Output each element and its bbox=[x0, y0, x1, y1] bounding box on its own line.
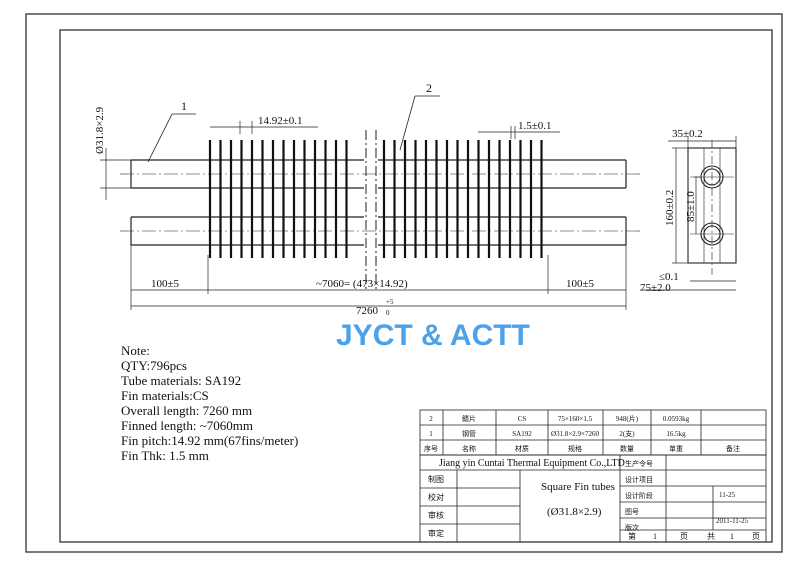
bom-cell: 2(支) bbox=[619, 429, 635, 438]
bom-cell: 备注 bbox=[726, 444, 740, 453]
dim-end-right-text: 100±5 bbox=[566, 278, 595, 290]
dim-tube-diameter bbox=[100, 148, 131, 200]
side-height-text: 160±0.2 bbox=[664, 190, 676, 226]
outer-frame bbox=[25, 13, 783, 553]
watermark-logo: JYCT & ACTT bbox=[336, 319, 530, 352]
title-block bbox=[419, 454, 767, 543]
note-line: Note: bbox=[121, 343, 150, 358]
title-label-left: 审定 bbox=[428, 528, 444, 538]
dim-fin-thickness-text: 1.5±0.1 bbox=[518, 120, 552, 132]
dim-fin-pitch-text: 14.92±0.1 bbox=[258, 115, 303, 127]
title-label-left: 校对 bbox=[428, 492, 444, 502]
bom-cell: 16.5kg bbox=[666, 430, 686, 438]
dim-end-left-text: 100±5 bbox=[151, 278, 180, 290]
side-dims bbox=[640, 136, 737, 291]
bom-cell: 材质 bbox=[515, 444, 529, 453]
bom-cell: 序号 bbox=[424, 444, 438, 453]
title-label-right: 设计项目 bbox=[625, 475, 653, 484]
sheet-number-text: 页 bbox=[680, 532, 688, 541]
side-gap-text: ≤0.1 bbox=[659, 271, 679, 283]
dim-fin-pitch bbox=[210, 121, 318, 134]
dim-fin-thickness bbox=[478, 126, 560, 139]
inner-frame bbox=[59, 29, 773, 543]
bom-cell: 948(片) bbox=[616, 414, 639, 423]
note-line: Fin Thk: 1.5 mm bbox=[121, 448, 209, 463]
title-label-right: 设计阶段 bbox=[625, 491, 653, 500]
note-line: Fin materials:CS bbox=[121, 388, 209, 403]
sheet-number-text: 1 bbox=[730, 532, 734, 541]
bom-cell: Ø31.8×2.9×7260 bbox=[551, 430, 599, 438]
tube-lower bbox=[120, 216, 640, 246]
bom-cells: 2 鳍片 CS 75×160×1.5 948(片) 0.0593kg 1 钢管 SA192 Ø31… bbox=[424, 414, 740, 453]
bom-cell: SA192 bbox=[512, 430, 532, 438]
dim-overall-sub: 0 bbox=[386, 309, 390, 317]
callout-1: 1 bbox=[147, 99, 196, 163]
note-line: Tube materials: SA192 bbox=[121, 373, 242, 388]
note-line: Finned length: ~7060mm bbox=[121, 418, 253, 433]
side-proj-text: 75±2.0 bbox=[640, 282, 671, 294]
title-label-left: 制图 bbox=[428, 474, 444, 484]
company-name: Jiang yin Cuntai Thermal Equipment Co.,L… bbox=[439, 458, 625, 469]
title-date-1: 11-25 bbox=[719, 491, 736, 499]
fin-array bbox=[208, 140, 543, 258]
bom-cell: 鳍片 bbox=[462, 414, 476, 423]
sheet-number-text: 第 bbox=[628, 531, 636, 541]
part-name: Square Fin tubes bbox=[541, 481, 615, 493]
note-line: QTY:796pcs bbox=[121, 358, 187, 373]
dim-tube-diameter-text: Ø31.8×2.9 bbox=[94, 106, 106, 154]
title-label-right: 图号 bbox=[625, 508, 639, 516]
sheet-numbering: 第 1 页 共 1 页 bbox=[628, 531, 760, 541]
bom-cell: 0.0593kg bbox=[663, 415, 690, 423]
dim-finned-length-text: ~7060= (473×14.92) bbox=[316, 278, 408, 290]
title-label-right: 版次 bbox=[625, 523, 639, 532]
tube-upper bbox=[120, 159, 640, 189]
bom-cell: 名称 bbox=[462, 444, 476, 453]
side-width-text: 35±0.2 bbox=[672, 128, 703, 140]
side-view bbox=[687, 140, 737, 275]
bom-cell: 1 bbox=[429, 430, 433, 438]
part-spec: (Ø31.8×2.9) bbox=[547, 506, 602, 518]
title-label-right: 生产令号 bbox=[625, 459, 653, 468]
sheet-number-text: 1 bbox=[653, 532, 657, 541]
bom-cell: 规格 bbox=[568, 444, 582, 453]
bom-cell: 2 bbox=[429, 415, 433, 423]
callout-1-label: 1 bbox=[181, 99, 187, 113]
bom-cell: 数量 bbox=[620, 444, 634, 453]
note-line: Fin pitch:14.92 mm(67fins/meter) bbox=[121, 433, 299, 448]
dim-overall-text: 7260 bbox=[356, 305, 379, 317]
callout-2-label: 2 bbox=[426, 81, 432, 95]
bom-cell: CS bbox=[518, 415, 527, 423]
bom-cell: 75×160×1.5 bbox=[558, 415, 593, 423]
title-date-2: 2011-11-25 bbox=[716, 517, 749, 525]
bom-cell: 钢管 bbox=[462, 429, 476, 438]
sheet-number-text: 页 bbox=[752, 532, 760, 541]
note-line: Overall length: 7260 mm bbox=[121, 403, 253, 418]
break-line bbox=[365, 130, 377, 290]
sheet-number-text: 共 bbox=[707, 532, 715, 541]
dim-bottom-lines bbox=[130, 245, 627, 310]
title-label-left: 审核 bbox=[428, 510, 444, 520]
callout-2: 2 bbox=[399, 81, 440, 151]
side-pitch-text: 85±1.0 bbox=[685, 191, 697, 222]
bom-cell: 单重 bbox=[669, 444, 683, 453]
dim-overall-sup: +5 bbox=[386, 298, 394, 306]
notes-block: Note: QTY:796pcs Tube materials: SA192 F… bbox=[121, 343, 298, 463]
